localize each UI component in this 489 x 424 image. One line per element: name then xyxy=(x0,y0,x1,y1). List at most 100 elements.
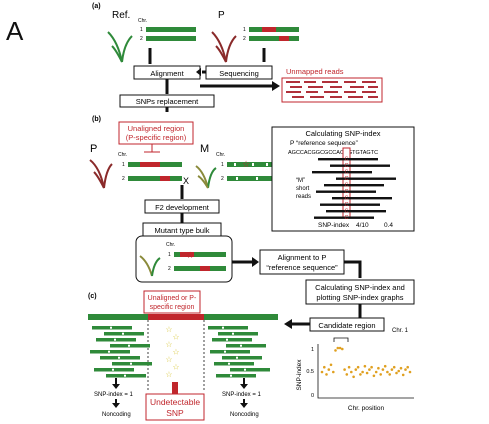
p-chromosome-b-2 xyxy=(128,176,182,181)
mutant-type-bulk-label: Mutant type bulk xyxy=(154,226,209,235)
snp-index-point xyxy=(370,365,373,369)
undetectable-line1: Undetectable xyxy=(150,397,200,407)
unaligned-region-box xyxy=(118,121,194,145)
snp-index-point xyxy=(352,375,355,379)
mutation-star-icon: ☆ xyxy=(242,159,250,169)
snp-index-point xyxy=(338,346,342,350)
noncoding-left: Noncoding xyxy=(102,412,131,418)
chr-label-b-p: Chr. xyxy=(118,152,127,158)
plot-axes xyxy=(317,344,414,399)
unaligned-star-column: ☆☆☆☆☆☆☆ xyxy=(165,325,179,379)
candidate-bracket xyxy=(333,337,349,342)
mapped-read xyxy=(208,326,248,330)
unaligned-star-icon: ☆ xyxy=(165,370,172,379)
snp-index-point xyxy=(388,373,392,376)
chr1-label-ref: 1 xyxy=(140,27,143,33)
plot-xlabel: Chr. position xyxy=(348,405,385,412)
short-read xyxy=(316,190,376,193)
short-read xyxy=(312,171,372,174)
chr2-label-b-m: 2 xyxy=(221,176,224,182)
m-reads-line1: “M” xyxy=(296,178,305,184)
snp-index-point xyxy=(325,373,328,376)
calc-plot-line2: plotting SNP-index graphs xyxy=(316,293,403,302)
column-base: C xyxy=(345,183,349,189)
chr1-label-bulk: 1 xyxy=(168,252,171,258)
short-read xyxy=(318,158,378,161)
bulk-plant-icon xyxy=(139,255,161,277)
snp-index-point xyxy=(343,368,346,371)
unmapped-read-fragments xyxy=(286,81,378,98)
ref-chromosome-1 xyxy=(146,27,196,32)
figure-letter: A xyxy=(6,16,24,46)
panel-c-label: (c) xyxy=(88,293,97,300)
undetectable-line2: SNP xyxy=(166,408,184,418)
f2-development-label: F2 development xyxy=(155,203,210,212)
mapped-read xyxy=(212,338,252,342)
chr-label-a-ref: Chr. xyxy=(138,18,147,24)
ytick-0: 0 xyxy=(311,393,314,399)
chr1-label-b-p: 1 xyxy=(122,162,125,168)
snp-index-point xyxy=(406,365,410,369)
ref-label: Ref. xyxy=(112,10,130,21)
mapped-read xyxy=(210,350,250,354)
snp-index-point xyxy=(379,373,383,376)
m-label: M xyxy=(200,143,209,155)
m-reads-line3: reads xyxy=(296,194,311,200)
chr2-label-bulk: 2 xyxy=(168,266,171,272)
unaligned-p-region-box xyxy=(143,290,201,314)
snp-index-point xyxy=(359,373,362,376)
snp-index-point xyxy=(327,368,331,371)
unaligned-star-icon: ☆ xyxy=(172,348,179,357)
snp-index-point xyxy=(334,349,337,352)
short-read xyxy=(326,210,386,213)
cross-symbol: X xyxy=(183,176,189,186)
inset-short-reads xyxy=(312,158,396,219)
chr1-label-p: 1 xyxy=(243,27,246,33)
snp-index-point xyxy=(350,370,353,374)
column-base: C xyxy=(345,189,349,195)
bulk-star-icon: ☆ xyxy=(186,250,194,260)
left-read-stack xyxy=(90,326,152,378)
ref-chromosome-2 xyxy=(146,36,196,41)
unaligned-region-line2: (P-specific region) xyxy=(126,133,187,142)
snps-replacement-label: SNPs replacement xyxy=(136,97,199,106)
snp-index-point xyxy=(361,370,364,374)
sequencing-label: Sequencing xyxy=(219,69,259,78)
snp-index-point xyxy=(345,373,349,376)
p-label-a: P xyxy=(218,10,225,21)
inset-ref-seq-label: P “reference sequence” xyxy=(290,140,358,147)
panel-a-label: (a) xyxy=(92,3,101,10)
unaligned-region-line1: Unaligned region xyxy=(128,124,185,133)
snp-index-point xyxy=(390,368,394,371)
inset-title: Calculating SNP-index xyxy=(305,129,380,138)
snp-index-point xyxy=(386,370,389,374)
snp-index-point xyxy=(399,366,403,370)
short-read xyxy=(314,216,374,219)
snp-index-point xyxy=(383,364,387,368)
mapped-read xyxy=(218,332,258,336)
plot-points xyxy=(320,346,412,379)
mapped-read xyxy=(226,344,266,348)
column-base: C xyxy=(345,170,349,176)
chr-label-b-m: Chr. xyxy=(216,152,225,158)
snp-index-point xyxy=(372,374,376,378)
candidate-region-label: Candidate region xyxy=(318,321,375,330)
alignment-to-p-line1: Alignment to P xyxy=(278,253,327,262)
unaligned-p-line1: Unaligned or P- xyxy=(148,295,197,302)
short-read xyxy=(320,203,380,206)
short-read xyxy=(332,197,392,200)
mapped-read xyxy=(216,374,256,378)
unaligned-star-icon: ☆ xyxy=(165,325,172,334)
snp-index-point xyxy=(377,366,380,370)
mapped-read xyxy=(230,368,270,372)
panel-b-label: (b) xyxy=(92,116,101,123)
snp-index-point xyxy=(401,373,405,377)
chr2-label-p: 2 xyxy=(243,36,246,42)
m-reads-line2: short xyxy=(296,186,310,192)
inset-snp-index-fraction: 4/10 xyxy=(356,222,369,229)
right-read-stack xyxy=(208,326,270,378)
short-read xyxy=(330,164,390,167)
p-label-b: P xyxy=(90,143,97,155)
